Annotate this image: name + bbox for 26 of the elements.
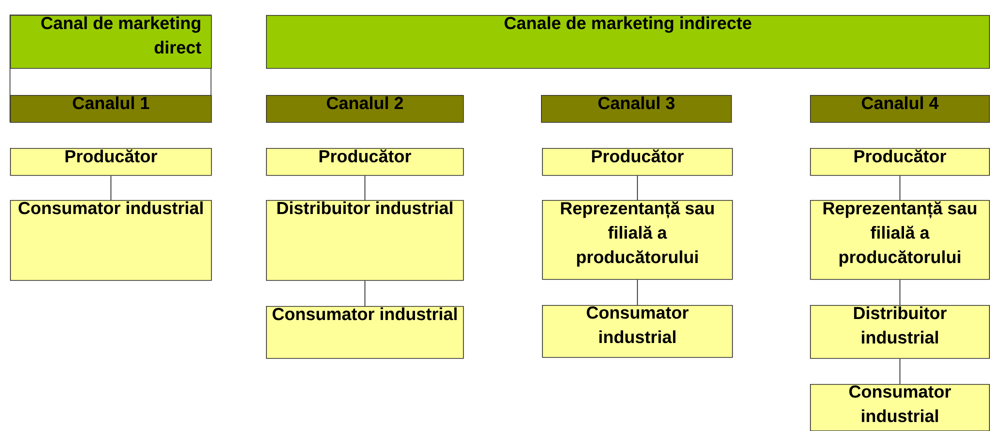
connector-line [899, 279, 900, 306]
process-box: Distribuitor industrial [810, 305, 990, 359]
process-box: Producător [10, 148, 212, 176]
process-box: Reprezentanță sau filială a producătorului [810, 200, 990, 280]
process-box: Consumator industrial [10, 200, 212, 281]
process-box: Consumator industrial [810, 384, 990, 431]
process-box: Producător [542, 148, 733, 176]
connector-line [899, 358, 900, 384]
connector-line [636, 175, 638, 200]
connector-line [364, 175, 366, 200]
connector-line [899, 175, 900, 200]
connector-line [636, 279, 638, 306]
connector-line [110, 175, 112, 200]
process-box: Reprezentanță sau filială a producătorului [542, 200, 733, 280]
process-box: Producător [810, 148, 990, 176]
connector-line [364, 280, 366, 306]
process-box: Consumator industrial [542, 305, 733, 358]
channel-band: Canalul 3 [541, 95, 732, 123]
process-box: Consumator industrial [266, 306, 464, 359]
channel-band: Canalul 2 [266, 95, 464, 123]
channel-band: Canalul 4 [810, 95, 990, 123]
channel-band: Canalul 1 [10, 95, 212, 123]
heading-box: Canal de marketing direct [10, 15, 212, 69]
process-box: Producător [266, 148, 464, 176]
heading-box: Canale de marketing indirecte [266, 15, 990, 69]
process-box: Distribuitor industrial [266, 200, 464, 281]
